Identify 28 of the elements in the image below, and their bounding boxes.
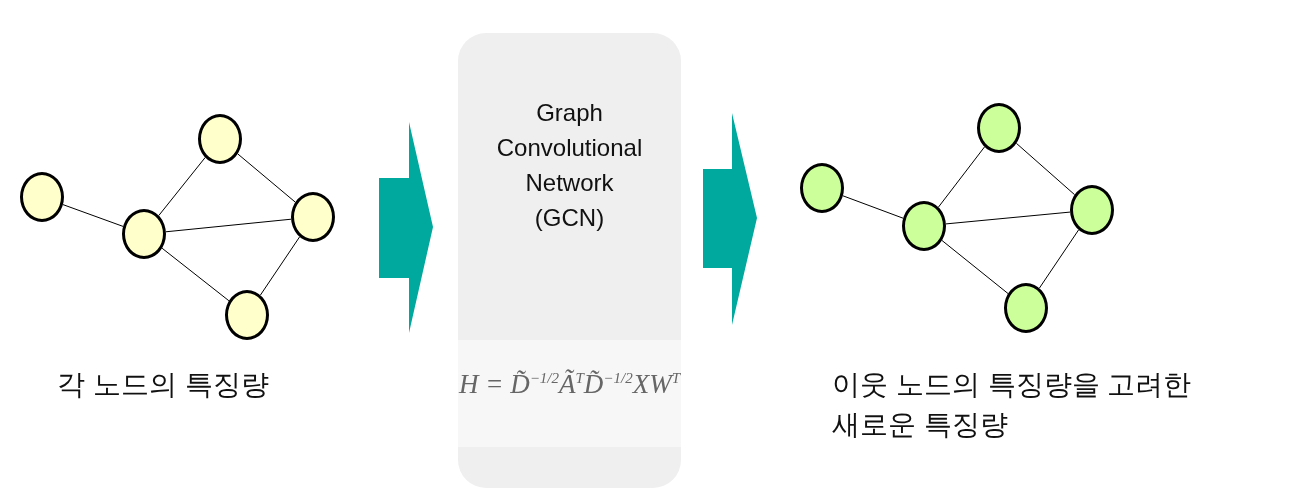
caption: 각 노드의 특징량: [57, 368, 270, 402]
node-circle: [291, 192, 335, 242]
panel-title: Graph Convolutional Network (GCN): [495, 98, 644, 233]
caption: 이웃 노드의 특징량을 고려한 새로운 특징량: [832, 368, 1193, 442]
node-circle: [1004, 283, 1048, 333]
node-circle: [225, 290, 269, 340]
connector-line: [941, 239, 1009, 295]
connector-line: [842, 195, 904, 219]
connector-line: [237, 153, 296, 203]
block-arrow: [703, 113, 757, 325]
connector-line: [62, 204, 124, 227]
node-circle: [902, 201, 946, 251]
connector-line: [165, 218, 292, 233]
node-circle: [977, 103, 1021, 153]
node-circle: [20, 172, 64, 222]
node-circle: [1070, 185, 1114, 235]
connector-line: [1015, 142, 1076, 196]
connector-line: [945, 211, 1071, 225]
node-circle: [800, 163, 844, 213]
connector-line: [259, 236, 301, 296]
formula: H = D̃$^{−1/2}$Ã$^{T}$D̃$^{−1/2}$XW$^{T}$: [457, 369, 682, 400]
block-arrow: [379, 122, 433, 333]
connector-line: [937, 146, 986, 208]
node-circle: [198, 114, 242, 164]
node-circle: [122, 209, 166, 259]
connector-line: [1038, 229, 1080, 289]
connector-line: [158, 157, 206, 216]
connector-line: [161, 247, 230, 302]
